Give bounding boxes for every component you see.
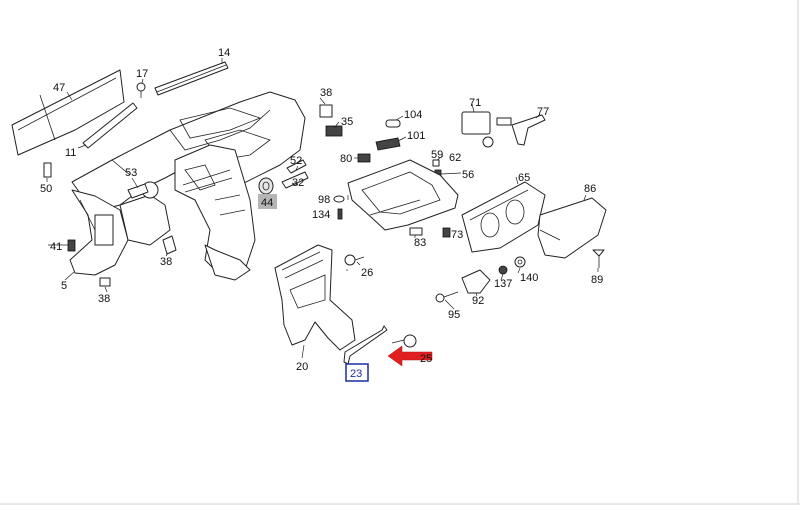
part-92-drawing [461, 269, 491, 294]
window-edge-right [797, 0, 799, 505]
part-59-drawing [432, 159, 440, 167]
part-14-drawing [154, 61, 229, 96]
label-52: 52 [290, 155, 302, 167]
label-62: 62 [449, 152, 461, 164]
label-35: 35 [341, 116, 353, 128]
label-104: 104 [404, 109, 422, 121]
label-86: 86 [584, 183, 596, 195]
leader-lines [46, 58, 599, 359]
part-35-drawing [325, 125, 343, 137]
part-38c-drawing [99, 277, 111, 287]
red-arrow-pointer [387, 345, 433, 367]
label-92: 92 [472, 295, 484, 307]
label-32: 32 [292, 177, 304, 189]
label-5: 5 [61, 280, 67, 292]
label-56: 56 [462, 169, 474, 181]
part-32-drawing [286, 159, 307, 174]
label-65: 65 [518, 172, 530, 184]
label-137: 137 [494, 278, 512, 290]
part-25-drawing [391, 334, 417, 348]
part-89-drawing [592, 249, 605, 268]
part-104-drawing [385, 119, 401, 128]
part-38a-drawing [319, 104, 333, 118]
label-101: 101 [407, 130, 425, 142]
highlight-box-23 [345, 363, 369, 382]
part-11-drawing [82, 102, 138, 149]
part-47-drawing [11, 69, 125, 156]
label-53: 53 [125, 167, 137, 179]
label-134: 134 [312, 209, 330, 221]
part-101-drawing [375, 137, 401, 151]
part-23-drawing [343, 325, 388, 365]
label-98: 98 [318, 194, 330, 206]
label-95: 95 [448, 309, 460, 321]
label-80: 80 [340, 153, 352, 165]
label-38-top: 38 [320, 87, 332, 99]
label-14: 14 [218, 47, 230, 59]
label-38-bottom: 38 [98, 293, 110, 305]
part-17-drawing [136, 82, 146, 98]
part-140-drawing [514, 256, 526, 268]
part-50-drawing [43, 162, 52, 178]
label-83: 83 [414, 237, 426, 249]
part-44-drawing [258, 177, 274, 195]
part-73-drawing [442, 227, 451, 238]
label-25: 25 [420, 353, 432, 365]
label-47: 47 [53, 82, 65, 94]
part-80-drawing [357, 153, 371, 163]
label-41: 41 [50, 241, 62, 253]
part-41-drawing [67, 239, 76, 252]
label-89: 89 [591, 274, 603, 286]
label-71: 71 [469, 97, 481, 109]
shaded-box-44 [258, 194, 277, 209]
label-11: 11 [65, 147, 76, 159]
label-26: 26 [361, 267, 373, 279]
part-38b-drawing [162, 235, 177, 255]
window-edge-bottom [0, 503, 800, 505]
label-77: 77 [537, 106, 549, 118]
part-71-drawing [461, 111, 512, 148]
part-137-drawing [498, 265, 508, 275]
label-17: 17 [136, 68, 148, 80]
part-53-drawing [127, 183, 149, 199]
label-59: 59 [431, 149, 443, 161]
label-140: 140 [520, 272, 538, 284]
part-52-drawing [281, 171, 309, 189]
part-20-drawing [274, 244, 356, 351]
part-77-drawing [511, 114, 546, 146]
part-labels: 14 17 47 11 50 53 52 44 41 5 38 38 38 35… [40, 47, 603, 380]
label-23: 23 [350, 368, 362, 380]
part-26-drawing [344, 254, 365, 266]
part-65-drawing [461, 181, 546, 253]
label-44: 44 [261, 197, 273, 209]
label-73: 73 [451, 229, 463, 241]
part-98-drawing [333, 195, 345, 203]
part-95-drawing [435, 291, 459, 303]
part-86-drawing [537, 197, 607, 259]
label-50: 50 [40, 183, 52, 195]
label-20: 20 [296, 361, 308, 373]
part-83-drawing [409, 227, 423, 236]
label-38-mid: 38 [160, 256, 172, 268]
part-56-drawing [347, 159, 459, 231]
